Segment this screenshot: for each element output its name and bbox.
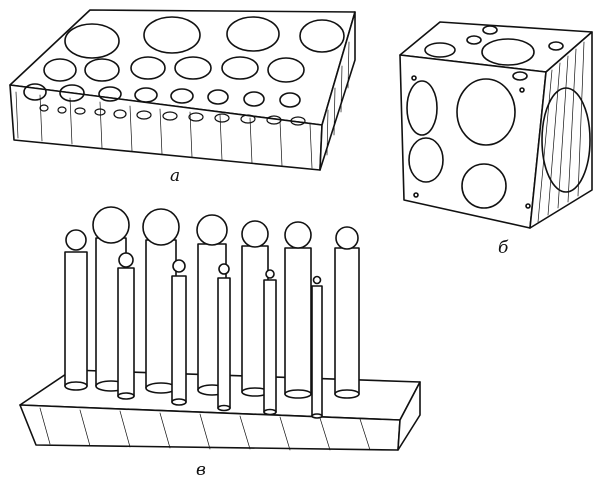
caption-c: в [196,460,206,480]
caption-a: а [170,166,181,186]
panel-c-punch-stand [19,206,421,451]
caption-b: б [498,238,509,258]
panel-a-block [9,9,356,171]
panel-b-cube [399,21,593,229]
